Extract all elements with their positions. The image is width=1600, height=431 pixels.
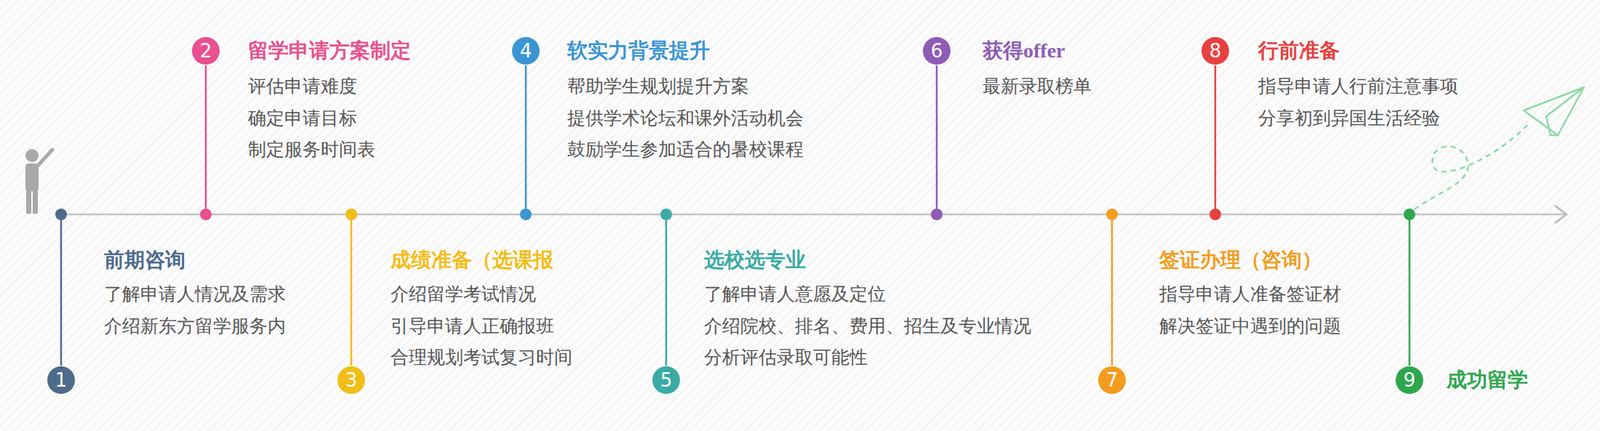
step-heading: 行前准备: [1258, 38, 1340, 64]
axis-dot: [520, 208, 532, 221]
step-circle: 7: [1097, 365, 1127, 395]
stem-line: [1111, 214, 1114, 366]
circle-fill: [47, 366, 75, 395]
step-number: 7: [1097, 365, 1127, 395]
flight-path: [1414, 125, 1528, 210]
figure-arm: [36, 149, 53, 168]
step-detail: 介绍新东方留学服务内: [104, 315, 286, 338]
step-heading: 签证办理（咨询）: [1159, 248, 1323, 273]
step-circle: 5: [651, 365, 681, 395]
stem-line: [60, 214, 63, 366]
step-heading: 选校选专业: [704, 248, 806, 273]
step-circle: 4: [511, 36, 541, 66]
stem-line: [665, 214, 668, 366]
step-detail: 确定申请目标: [248, 107, 358, 130]
axis-dot: [660, 208, 672, 221]
circle-fill: [337, 366, 366, 395]
step-heading: 前期咨询: [104, 248, 186, 273]
stem-line: [936, 65, 939, 215]
step-detail: 介绍院校、排名、费用、招生及专业情况: [704, 315, 1032, 338]
step-number: 6: [922, 36, 952, 66]
step-number: 2: [191, 36, 221, 66]
stem-line: [525, 65, 528, 215]
final-label: 成功留学: [1446, 368, 1528, 393]
stem-line: [205, 65, 208, 215]
circle-fill: [1098, 366, 1126, 395]
stem-line: [1408, 214, 1411, 366]
axis-dot: [345, 208, 358, 221]
step-number: 3: [336, 365, 366, 395]
step-detail: 了解申请人情况及需求: [104, 283, 286, 306]
step-number: 1: [46, 365, 76, 395]
step-circle: 3: [336, 365, 366, 395]
step-detail: 分享初到异国生活经验: [1258, 107, 1440, 130]
step-detail: 分析评估录取可能性: [704, 346, 868, 369]
step-circle: 9: [1394, 365, 1424, 395]
step-detail: 提供学术论坛和课外活动机会: [567, 107, 804, 130]
presenter-figure: [25, 149, 53, 214]
step-number: 5: [651, 365, 681, 395]
circle-fill: [1201, 37, 1230, 65]
axis-dot: [200, 208, 212, 221]
axis-dot: [1209, 208, 1222, 221]
axis-dot: [930, 208, 943, 221]
step-circle: 8: [1200, 36, 1230, 66]
circle-fill: [922, 37, 951, 65]
step-detail: 合理规划考试复习时间: [390, 346, 573, 369]
plane-crease: [1546, 87, 1584, 136]
axis-arrowhead: [1554, 205, 1567, 224]
axis-dot: [1403, 208, 1416, 221]
circle-fill: [512, 37, 540, 65]
step-circle: 6: [922, 36, 952, 66]
step-detail: 引导申请人正确报班: [390, 315, 555, 338]
timeline-axis: [61, 213, 1566, 216]
step-detail: 指导申请人行前注意事项: [1258, 75, 1459, 98]
step-circle: 1: [46, 365, 76, 395]
step-heading: 留学申请方案制定: [248, 38, 411, 64]
circle-fill: [652, 366, 680, 395]
step-circle: 2: [191, 36, 221, 66]
step-detail: 最新录取榜单: [982, 75, 1092, 98]
step-detail: 介绍留学考试情况: [390, 283, 536, 306]
step-detail: 解决签证中遇到的问题: [1159, 315, 1342, 338]
stem-line: [350, 214, 353, 366]
figure-leg: [32, 189, 38, 214]
step-number: 9: [1394, 365, 1424, 395]
axis-dot: [55, 208, 67, 221]
plane-outline: [1523, 87, 1584, 136]
step-detail: 了解申请人意愿及定位: [704, 283, 886, 306]
step-number: 4: [511, 36, 541, 66]
step-detail: 制定服务时间表: [248, 138, 376, 161]
step-detail: 鼓励学生参加适合的暑校课程: [567, 138, 804, 161]
stem-line: [1214, 65, 1217, 215]
circle-fill: [192, 37, 220, 65]
figure-head: [25, 149, 39, 163]
step-detail: 指导申请人准备签证材: [1159, 283, 1342, 306]
axis-dot: [1106, 208, 1118, 221]
step-heading: 成绩准备（选课报: [390, 248, 554, 273]
step-heading: 获得offer: [982, 38, 1066, 64]
step-detail: 评估申请难度: [248, 75, 358, 98]
circle-fill: [1395, 366, 1424, 395]
step-detail: 帮助学生规划提升方案: [567, 75, 750, 98]
step-heading: 软实力背景提升: [567, 38, 710, 64]
figure-leg: [26, 189, 32, 214]
step-number: 8: [1200, 36, 1230, 66]
paper-plane: [1523, 87, 1584, 136]
